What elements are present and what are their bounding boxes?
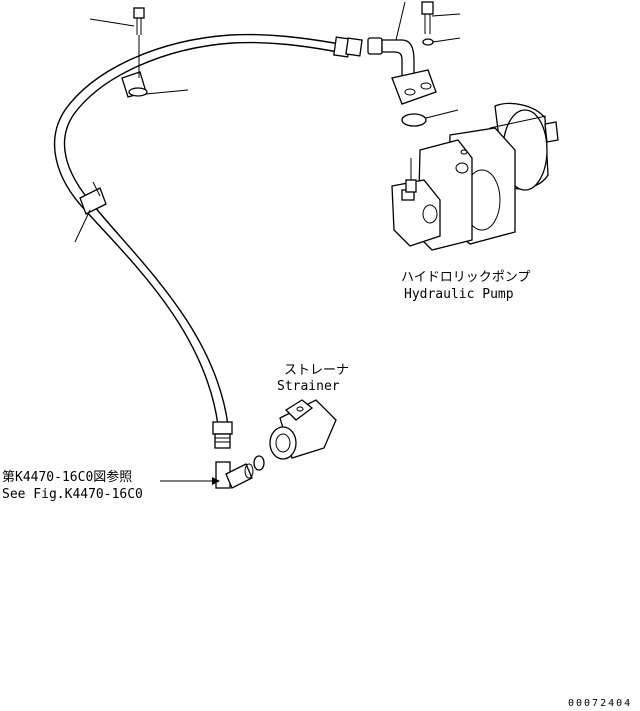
leader-lines xyxy=(74,1,461,485)
strainer-label-en: Strainer xyxy=(277,379,340,394)
pump-elbow-fitting xyxy=(367,1,437,105)
pump-label-en: Hydraulic Pump xyxy=(404,287,514,302)
hose-clamp-lower xyxy=(79,181,107,215)
hydraulic-pump xyxy=(391,102,559,251)
hose-clamp-upper xyxy=(121,7,148,98)
o-ring-strainer xyxy=(253,455,265,471)
pump-label-jp: ハイドロリックポンプ xyxy=(401,270,530,285)
drawing-number: 00072404 xyxy=(568,698,632,709)
elbow-fitting-bottom xyxy=(215,461,254,489)
reference-label-en: See Fig.K4470-16C0 xyxy=(2,487,143,502)
strainer xyxy=(269,399,337,460)
o-ring-pump xyxy=(401,113,427,127)
reference-label-jp: 第K4470-16C0図参照 xyxy=(2,469,132,485)
strainer-label-jp: ストレーナ xyxy=(284,363,349,378)
hydraulic-hose xyxy=(53,33,363,449)
